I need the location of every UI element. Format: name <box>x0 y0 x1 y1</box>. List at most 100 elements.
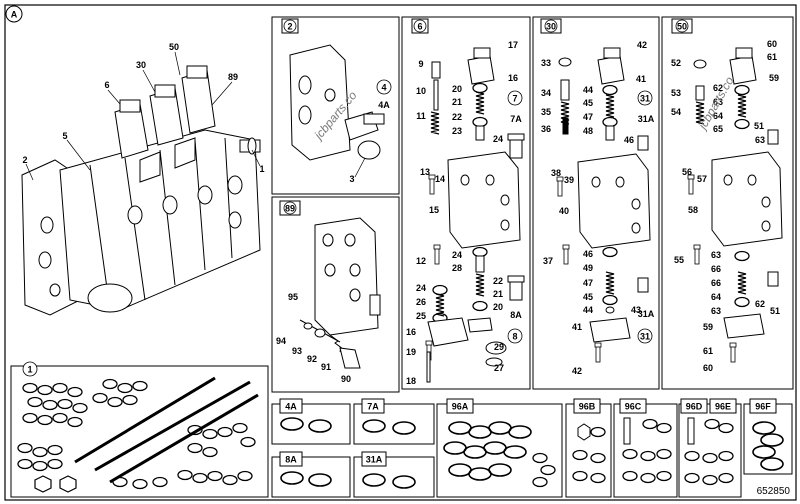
label-63b: 63 <box>755 135 765 145</box>
label-38: 38 <box>551 168 561 178</box>
label-58: 58 <box>688 205 698 215</box>
label-41: 41 <box>636 74 646 84</box>
label-50: 50 <box>169 42 179 52</box>
label-26: 26 <box>416 297 426 307</box>
section-tag-6: 6 <box>411 18 429 34</box>
label-64: 64 <box>713 111 723 121</box>
label-60b: 60 <box>703 363 713 373</box>
relief-cartridge <box>299 319 361 369</box>
section-tag-50: 50 <box>671 18 693 34</box>
label-52: 52 <box>671 58 681 68</box>
label-41b: 41 <box>572 322 582 332</box>
label-44b: 44 <box>583 305 593 315</box>
label-64b: 64 <box>711 292 721 302</box>
kit-box-96a <box>436 403 563 498</box>
label-7a: 7A <box>510 114 522 124</box>
label-63c: 63 <box>711 250 721 260</box>
label-66b: 66 <box>711 278 721 288</box>
label-90: 90 <box>341 374 351 384</box>
main-valve-assembly <box>21 65 261 316</box>
label-28: 28 <box>452 263 462 273</box>
label-23: 23 <box>452 126 462 136</box>
label-24b: 24 <box>452 250 462 260</box>
label-51b: 51 <box>770 306 780 316</box>
label-54: 54 <box>671 107 681 117</box>
label-40: 40 <box>559 206 569 216</box>
label-61: 61 <box>767 52 777 62</box>
svg-text:30: 30 <box>546 22 556 32</box>
spool-stack-6 <box>425 47 525 383</box>
kit-box-96b <box>565 403 612 498</box>
label-42b: 42 <box>572 366 582 376</box>
section-tag-2: 2 <box>281 18 299 34</box>
label-15: 15 <box>429 205 439 215</box>
label-29: 29 <box>494 342 504 352</box>
svg-text:96E: 96E <box>715 402 731 412</box>
kit-96de-parts <box>684 417 734 486</box>
label-37: 37 <box>543 256 553 266</box>
svg-text:4A: 4A <box>285 402 297 412</box>
svg-text:96F: 96F <box>755 402 771 412</box>
label-35: 35 <box>541 107 551 117</box>
svg-text:1: 1 <box>27 365 32 375</box>
section-tag-1: 1 <box>22 361 38 377</box>
label-30: 30 <box>136 60 146 70</box>
label-45b: 45 <box>583 292 593 302</box>
label-46: 46 <box>624 135 634 145</box>
label-95: 95 <box>288 292 298 302</box>
label-21: 21 <box>452 97 462 107</box>
spool-stack-30 <box>556 47 651 363</box>
svg-text:96D: 96D <box>686 402 703 412</box>
svg-text:7A: 7A <box>367 402 379 412</box>
label-22: 22 <box>452 112 462 122</box>
label-93: 93 <box>292 346 302 356</box>
svg-text:8A: 8A <box>285 455 297 465</box>
relief-block <box>314 217 381 336</box>
label-17: 17 <box>508 40 518 50</box>
spool-stack-50 <box>687 47 783 363</box>
kit-96c-parts <box>622 417 672 484</box>
label-94: 94 <box>276 336 286 346</box>
kit-tag-7a: 7A <box>361 398 385 414</box>
kit-tag-96f: 96F <box>749 398 777 414</box>
svg-text:6: 6 <box>417 22 422 32</box>
label-39: 39 <box>564 175 574 185</box>
label-24: 24 <box>493 134 503 144</box>
kit-tag-96b: 96B <box>573 398 601 414</box>
section-tag-a-label: A <box>11 10 18 20</box>
label-91: 91 <box>321 362 331 372</box>
section-tag-31-lower: 31 <box>637 328 653 344</box>
label-6: 6 <box>104 80 109 90</box>
svg-text:2: 2 <box>287 22 292 32</box>
svg-text:31: 31 <box>640 94 650 104</box>
kit-box-96f <box>743 403 793 475</box>
label-34: 34 <box>541 88 551 98</box>
kit-tag-96a: 96A <box>446 398 474 414</box>
label-63d: 63 <box>711 306 721 316</box>
label-47b: 47 <box>583 278 593 288</box>
label-16: 16 <box>508 73 518 83</box>
label-53: 53 <box>671 88 681 98</box>
label-89: 89 <box>228 72 238 82</box>
section-tag-8: 8 <box>507 328 523 344</box>
section-tag-89: 89 <box>279 200 301 216</box>
svg-text:96A: 96A <box>452 402 469 412</box>
label-62: 62 <box>713 83 723 93</box>
label-57: 57 <box>697 174 707 184</box>
label-27: 27 <box>494 363 504 373</box>
svg-text:96B: 96B <box>579 402 596 412</box>
kit-96b-parts <box>572 423 606 484</box>
label-13: 13 <box>420 167 430 177</box>
label-33: 33 <box>541 58 551 68</box>
label-16b: 16 <box>406 327 416 337</box>
label-63: 63 <box>713 97 723 107</box>
section-tag-31: 31 <box>637 90 653 106</box>
label-43: 43 <box>631 305 641 315</box>
label-44: 44 <box>583 85 593 95</box>
label-47: 47 <box>583 112 593 122</box>
label-60: 60 <box>767 39 777 49</box>
label-2: 2 <box>22 155 27 165</box>
label-4a: 4A <box>378 100 390 110</box>
main-callouts <box>25 51 261 181</box>
label-12: 12 <box>416 256 426 266</box>
